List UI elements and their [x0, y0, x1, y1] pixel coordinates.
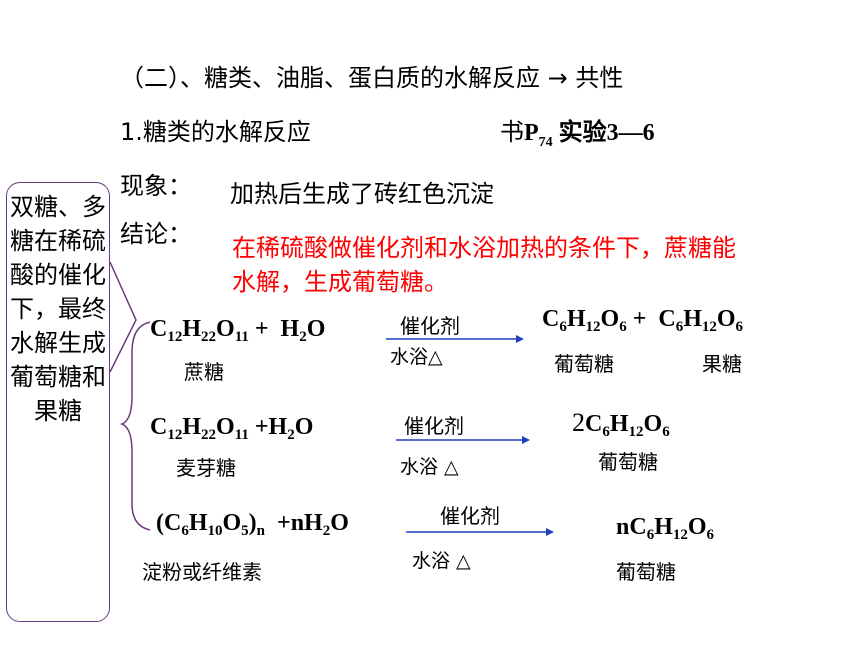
- page-heading: （二）、糖类、油脂、蛋白质的水解反应 → 共性: [120, 64, 624, 92]
- reaction-2-product-name: 葡萄糖: [598, 450, 658, 474]
- reaction-2-catalyst: 催化剂: [404, 414, 464, 438]
- reaction-2-products: 2C6H12O6: [572, 408, 670, 440]
- reaction-1-product-2-name: 果糖: [702, 352, 742, 376]
- reaction-1-reactant-name: 蔗糖: [184, 360, 224, 384]
- left-brace: [119, 321, 151, 531]
- book-ref-experiment: 实验3—6: [552, 120, 655, 146]
- book-ref-page-number: 74: [538, 134, 553, 150]
- reaction-arrow-2: [396, 436, 530, 444]
- reaction-2-condition: 水浴 △: [400, 456, 459, 478]
- conclusion-line-2: 水解，生成葡萄糖。: [232, 268, 448, 296]
- reaction-1-condition: 水浴△: [390, 346, 443, 368]
- phenomenon-label: 现象：: [120, 172, 192, 200]
- reaction-3-catalyst: 催化剂: [440, 504, 500, 528]
- reaction-3-reactants: (C6H10O5)n +nH2O: [156, 510, 349, 539]
- callout-box: [6, 182, 110, 622]
- conclusion-label: 结论：: [120, 220, 192, 248]
- reaction-arrow-1: [386, 335, 524, 343]
- reaction-1-product-1-name: 葡萄糖: [554, 352, 614, 376]
- section-title: 1.糖类的水解反应: [120, 112, 311, 147]
- book-ref-prefix: 书: [500, 118, 524, 146]
- reaction-2-reactant-name: 麦芽糖: [176, 456, 236, 480]
- reaction-1-products: C6H12O6 + C6H12O6: [542, 306, 744, 335]
- phenomenon-text: 加热后生成了砖红色沉淀: [230, 180, 494, 208]
- book-ref-page: P: [524, 120, 539, 146]
- reaction-1-reactants: C12H22O11 + H2O: [150, 316, 326, 345]
- callout-pointer: [109, 261, 137, 373]
- reaction-3-reactant-name: 淀粉或纤维素: [142, 560, 262, 584]
- reaction-2-reactants: C12H22O11 +H2O: [150, 414, 314, 443]
- reaction-3-product-name: 葡萄糖: [616, 560, 676, 584]
- reaction-3-condition: 水浴 △: [412, 550, 471, 572]
- reaction-1-catalyst: 催化剂: [400, 314, 460, 338]
- reaction-arrow-3: [406, 528, 554, 536]
- section-title-text: 1.糖类的水解反应: [120, 118, 311, 146]
- conclusion-line-1: 在稀硫酸做催化剂和水浴加热的条件下，蔗糖能: [232, 234, 736, 262]
- reaction-3-products: nC6H12O6: [616, 514, 715, 543]
- callout-text: 双糖、多糖在稀硫酸的催化下，最终水解生成葡萄糖和果糖: [10, 193, 106, 425]
- book-reference: 书P74 实验3—6: [500, 112, 655, 151]
